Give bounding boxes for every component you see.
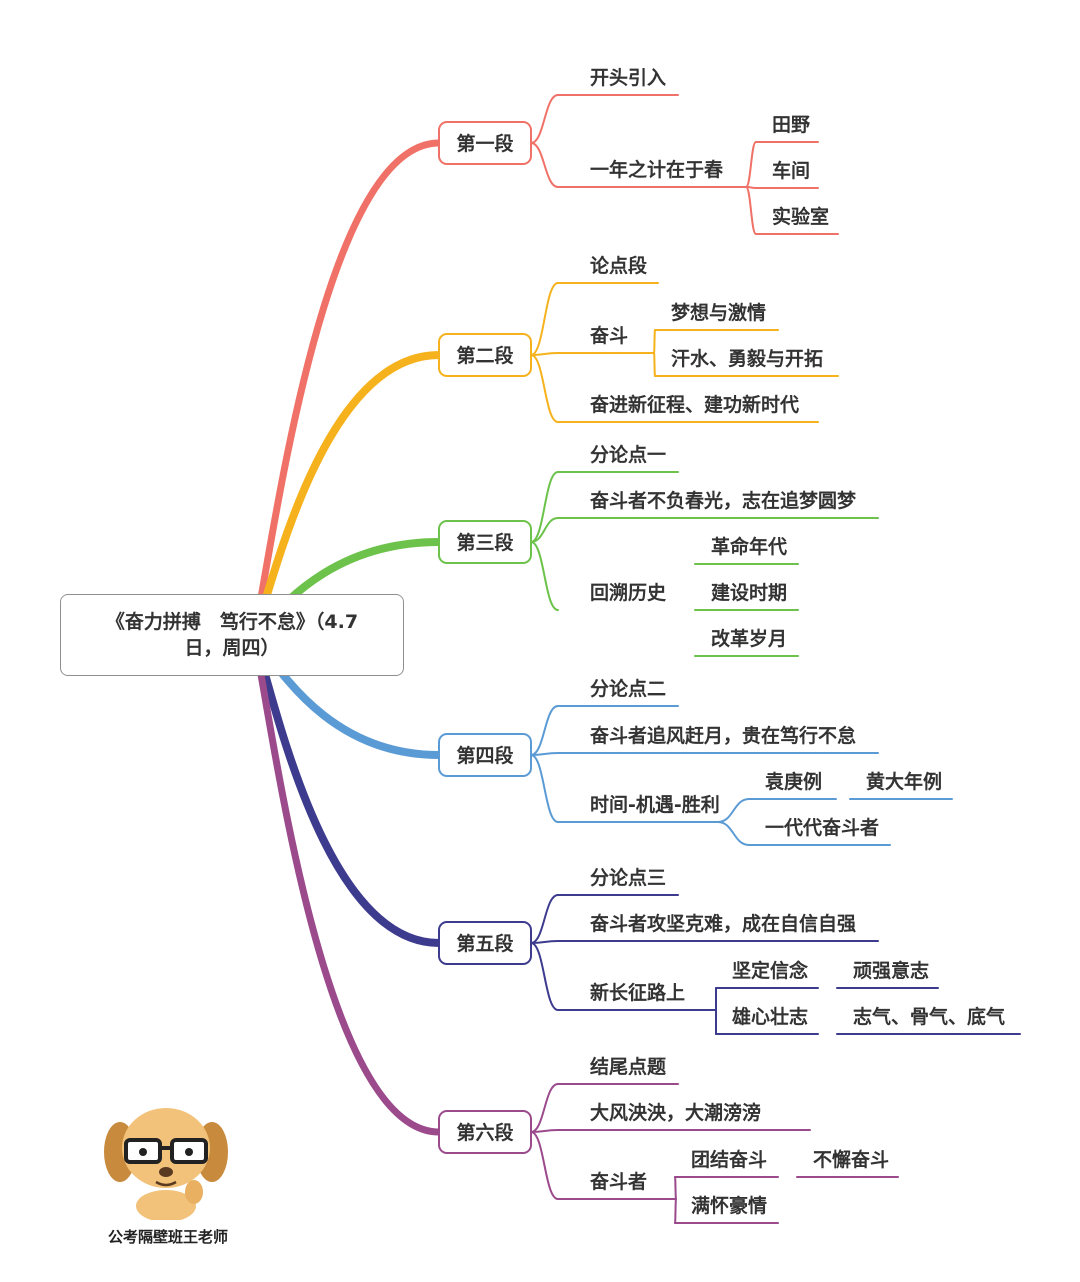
child-link-4-3-1 [717,798,750,823]
item-6-1[interactable]: 结尾点题 [590,1055,666,1078]
section-1[interactable]: 第一段 [438,121,532,165]
child-6-3-1[interactable]: 团结奋斗 [691,1148,767,1171]
child-1-2-2[interactable]: 车间 [772,159,810,182]
child-1-2-3[interactable]: 实验室 [772,205,829,228]
branch-3-3 [530,541,559,611]
child-5-3-4[interactable]: 志气、骨气、底气 [853,1005,1005,1028]
section-5-box [438,921,532,965]
item-5-1[interactable]: 分论点三 [590,866,666,889]
branch-1-1 [530,94,559,144]
branch-2-2 [530,352,559,356]
branch-3-1 [530,471,559,543]
item-3-2[interactable]: 奋斗者不负春光，志在追梦圆梦 [589,489,857,512]
child-6-3-2[interactable]: 不懈奋斗 [813,1148,889,1171]
section-3-label: 第三段 [456,531,514,554]
child-link-4-3-3 [717,821,750,846]
child-link-6-3-1 [674,1176,677,1200]
section-5-label: 第五段 [456,932,514,955]
section-6[interactable]: 第六段 [438,1110,532,1154]
branch-5-3 [530,942,559,1011]
child-4-3-3[interactable]: 一代代奋斗者 [765,816,879,839]
child-5-3-3[interactable]: 雄心壮志 [731,1005,808,1028]
child-link-6-3-3 [674,1198,677,1224]
item-2-1[interactable]: 论点段 [590,254,648,277]
item-3-1[interactable]: 分论点一 [590,443,666,466]
cartoon-dog-avatar [104,1108,228,1220]
branch-1-2 [530,142,559,188]
child-4-3-1[interactable]: 袁庚例 [764,770,822,793]
section-4-label: 第四段 [456,744,514,767]
item-5-2[interactable]: 奋斗者攻坚克难，成在自信自强 [589,912,856,935]
section-5[interactable]: 第五段 [438,921,532,965]
item-6-2[interactable]: 大风泱泱，大潮滂滂 [590,1101,761,1124]
item-5-3[interactable]: 新长征路上 [590,981,685,1004]
watermark-caption: 公考隔壁班王老师 [107,1228,228,1246]
section-6-box [438,1110,532,1154]
trunk-6 [250,632,443,1136]
root-topic[interactable]: 《奋力拼搏 笃行不怠》（4.7日，周四） [60,594,404,676]
branch-2-3 [530,354,559,423]
section-1-label: 第一段 [456,132,514,155]
branch-6-1 [530,1083,559,1133]
root-topic-title: 《奋力拼搏 笃行不怠》（4.7日，周四） [105,611,359,659]
child-link-1-2-1 [745,141,757,188]
section-4[interactable]: 第四段 [438,733,532,777]
child-1-2-1[interactable]: 田野 [772,114,810,136]
section-1-box [438,121,532,165]
section-2-box [438,333,532,377]
section-6-label: 第六段 [456,1121,514,1144]
child-link-2-2-2 [653,352,656,377]
branch-6-2 [530,1129,559,1133]
branch-3-2 [530,517,559,543]
child-2-2-2[interactable]: 汗水、勇毅与开拓 [671,347,823,370]
child-3-3-1[interactable]: 革命年代 [711,535,787,558]
child-3-3-3[interactable]: 改革岁月 [711,627,787,650]
branch-4-1 [530,705,559,756]
child-5-3-2[interactable]: 顽强意志 [853,959,929,982]
item-1-2[interactable]: 一年之计在于春 [590,158,723,181]
child-link-1-2-3 [745,186,757,235]
branch-2-1 [530,282,559,356]
branch-4-2 [530,752,559,756]
item-4-2[interactable]: 奋斗者追风赶月，贵在笃行不怠 [589,724,856,747]
trunk-1 [250,139,443,640]
child-link-2-2-1 [653,329,656,354]
item-3-3[interactable]: 回溯历史 [590,581,667,604]
branch-6-3 [530,1131,559,1200]
item-1-1[interactable]: 开头引入 [590,67,666,89]
child-2-2-1[interactable]: 梦想与激情 [671,301,766,324]
branch-5-2 [530,940,559,944]
item-6-3[interactable]: 奋斗者 [589,1170,647,1193]
branch-5-1 [530,894,559,944]
section-2-label: 第二段 [456,344,514,367]
section-4-box [438,733,532,777]
item-4-1[interactable]: 分论点二 [590,677,666,700]
section-3-box [438,520,532,564]
branch-4-3 [530,754,559,823]
section-3[interactable]: 第三段 [438,520,532,564]
child-5-3-1[interactable]: 坚定信念 [732,959,808,982]
section-2[interactable]: 第二段 [438,333,532,377]
item-4-3[interactable]: 时间-机遇-胜利 [590,794,720,816]
child-6-3-3[interactable]: 满怀豪情 [691,1194,767,1217]
child-3-3-2[interactable]: 建设时期 [711,581,787,604]
item-2-3[interactable]: 奋进新征程、建功新时代 [589,393,799,416]
child-4-3-2[interactable]: 黄大年例 [866,770,942,793]
item-2-2[interactable]: 奋斗 [589,324,628,347]
